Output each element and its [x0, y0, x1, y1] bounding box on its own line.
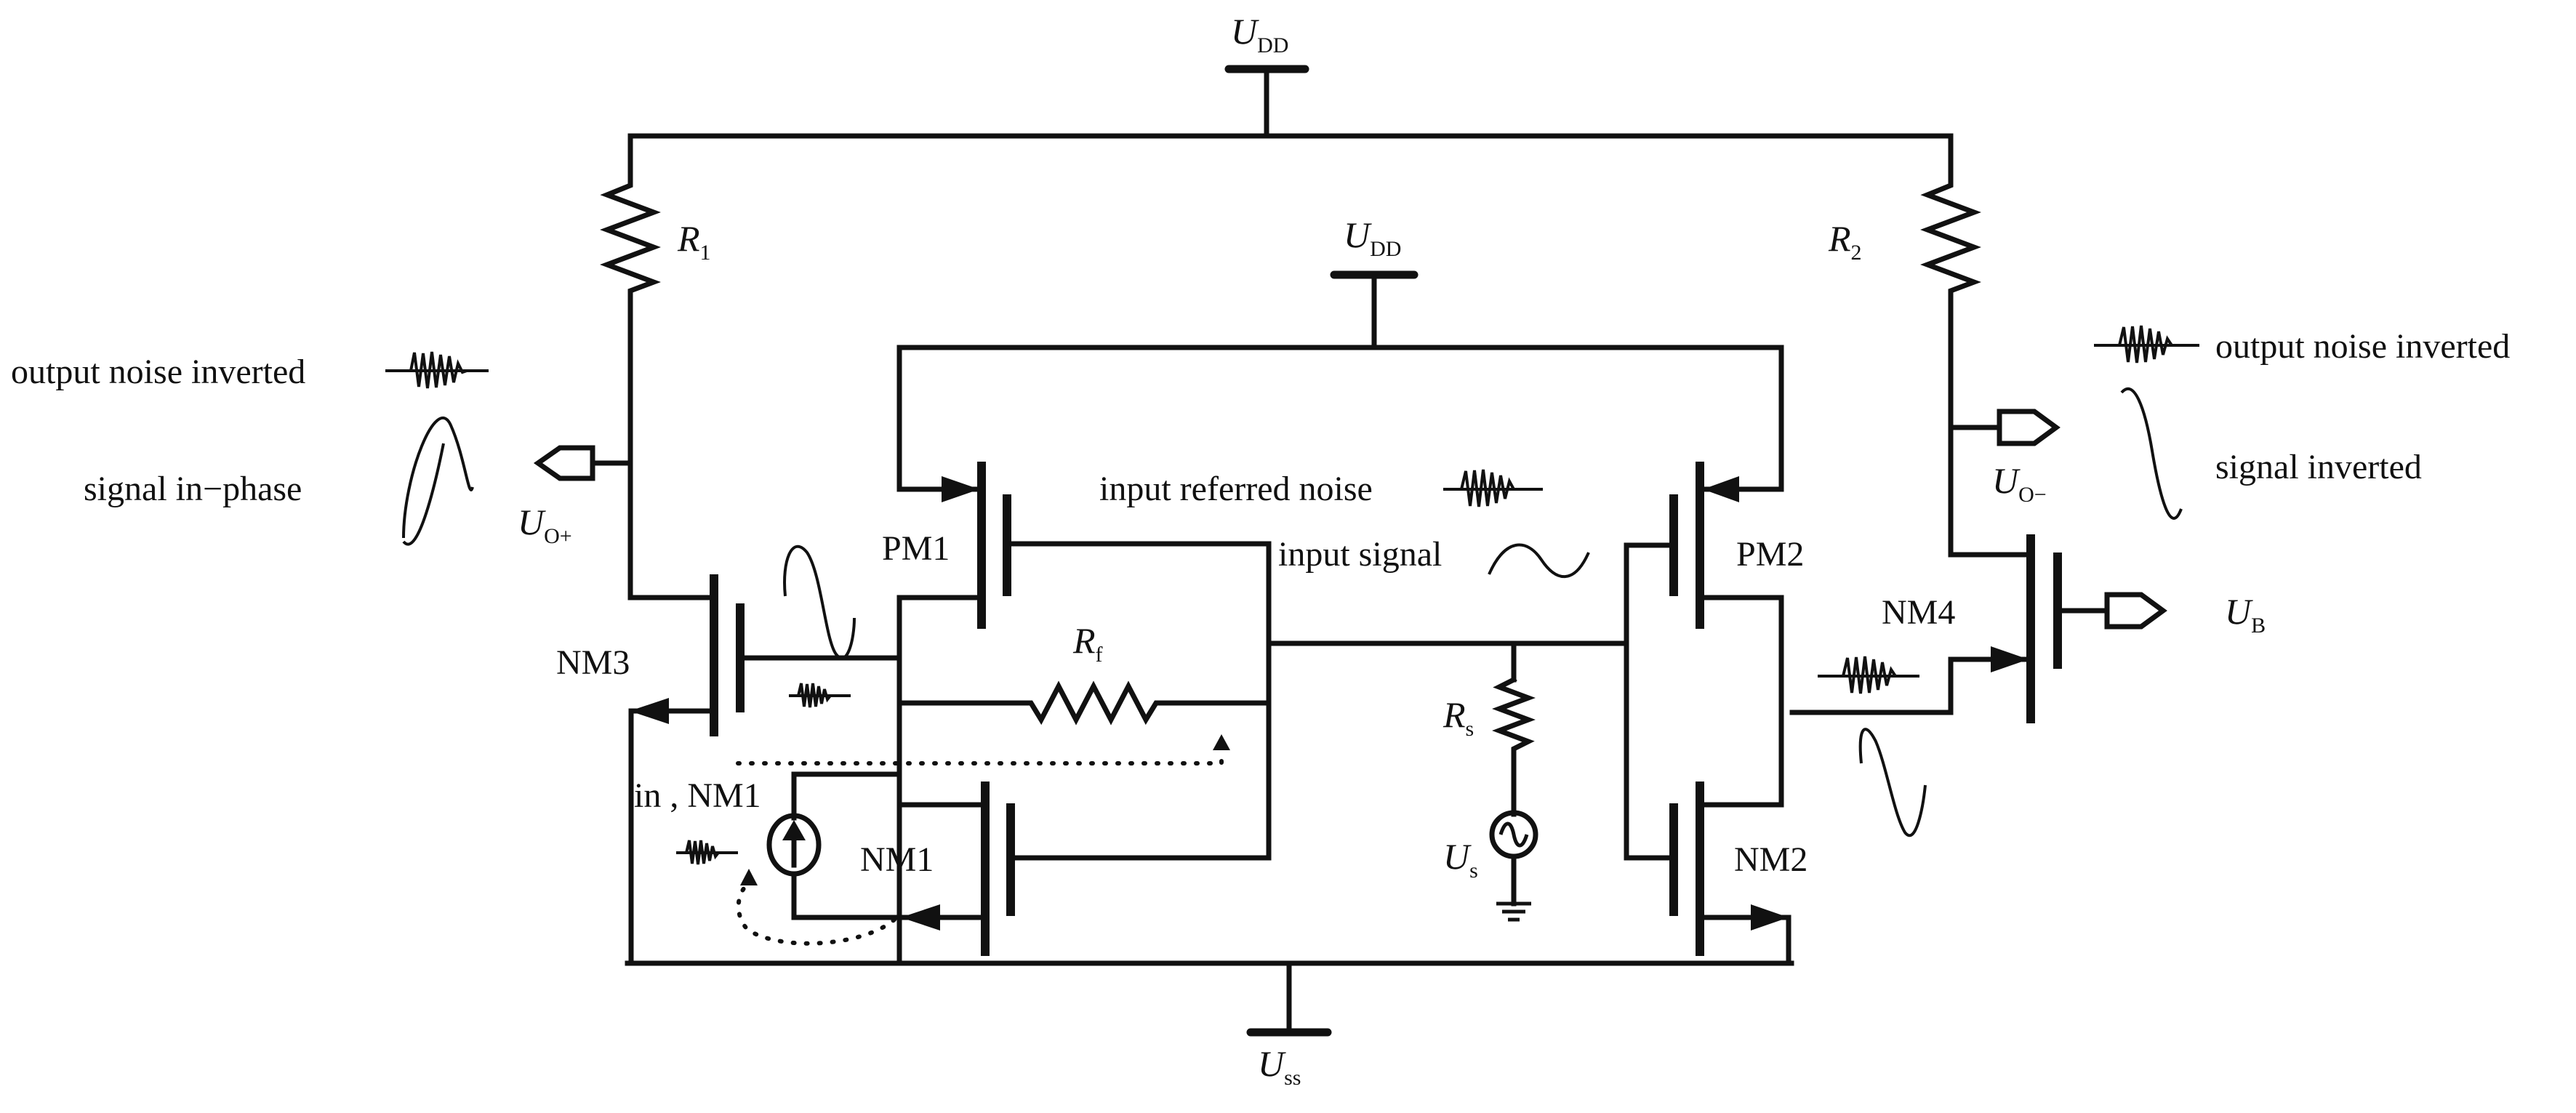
transistor-nm3	[627, 574, 902, 966]
noise-current-source	[766, 771, 902, 920]
rs-label: Rs	[1443, 694, 1474, 741]
udd-top-label: UDD	[1231, 11, 1288, 57]
transistor-nm4	[1789, 534, 2167, 723]
signal-left-label: signal in−phase	[84, 470, 302, 508]
udd-top-rail	[627, 65, 1954, 139]
sine-glyph-nm4	[1858, 728, 1927, 837]
noise-glyph-right-label	[2094, 325, 2199, 363]
noise-glyph-input	[1443, 469, 1543, 507]
pm1-label: PM1	[882, 529, 950, 568]
uss-rail	[625, 960, 1794, 1037]
udd-mid-label: UDD	[1344, 214, 1401, 261]
uo-minus-node	[1948, 339, 2061, 558]
r2-label: R2	[1828, 218, 1862, 265]
input-node	[1266, 640, 1629, 683]
transistor-nm1	[896, 541, 1272, 966]
ground-icon	[1496, 901, 1531, 922]
uss-label: Uss	[1258, 1043, 1301, 1090]
noise-glyph-nm4	[1818, 656, 1919, 694]
r1-label: R1	[677, 218, 711, 265]
resistor-rs	[1492, 676, 1536, 817]
transistor-pm1	[896, 345, 1272, 629]
pm2-label: PM2	[1736, 535, 1804, 574]
in-nm1-label: in , NM1	[634, 776, 761, 815]
rf-label: Rf	[1072, 620, 1103, 667]
nm1-label: NM1	[860, 840, 934, 879]
us-label: Us	[1443, 836, 1478, 883]
input-noise-label: input referred noise	[1099, 470, 1373, 508]
noise-glyph-in-nm1	[676, 840, 738, 865]
uo-plus-label: UO+	[518, 502, 572, 548]
sine-glyph-left-label	[402, 417, 474, 546]
nm4-label: NM4	[1882, 593, 1955, 632]
resistor-r1	[600, 133, 661, 345]
signal-right-label: signal inverted	[2215, 448, 2422, 486]
input-signal-label: input signal	[1278, 535, 1442, 574]
transistor-pm2	[1624, 345, 1784, 629]
sine-glyph-input	[1488, 543, 1590, 579]
transistor-nm2	[1624, 542, 1791, 966]
nm3-label: NM3	[556, 643, 630, 682]
noise-glyph-nm3	[789, 683, 851, 708]
resistor-r2	[1920, 133, 1981, 345]
uo-plus-node	[533, 339, 633, 600]
resistor-rf	[896, 680, 1272, 726]
sine-glyph-nm3	[783, 545, 856, 660]
output-noise-right-label: output noise inverted	[2215, 327, 2510, 366]
udd-mid-rail	[896, 270, 1784, 350]
noise-glyph-left-label	[385, 351, 489, 389]
source-us	[1489, 810, 1538, 907]
sine-glyph-right-label	[2120, 387, 2183, 520]
nm2-label: NM2	[1734, 840, 1807, 879]
dotted-noise-path	[736, 734, 1230, 946]
output-noise-left-label: output noise inverted	[11, 353, 305, 391]
uo-minus-label: UO−	[1992, 460, 2047, 507]
ub-label: UB	[2225, 591, 2266, 638]
